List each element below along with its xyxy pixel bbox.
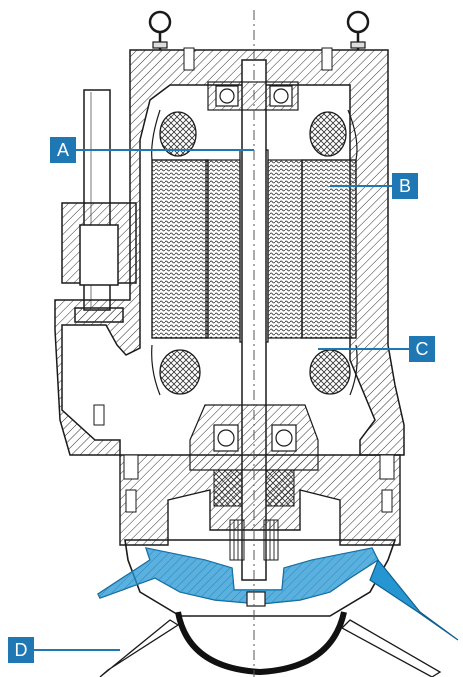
winding-head-top-left: [159, 111, 197, 157]
suction-cover: [175, 611, 347, 676]
impeller-nut: [246, 591, 266, 607]
callout-c: C: [409, 336, 435, 362]
callout-a: A: [50, 137, 76, 163]
motor-housing: [54, 49, 405, 456]
stator-right: [301, 159, 357, 339]
seal-housing: [119, 454, 401, 546]
lifting-eye-left: [148, 10, 172, 50]
stator-inner-right: [267, 159, 303, 339]
stator-left: [151, 159, 209, 339]
cutter-blade-left: [99, 619, 180, 677]
lifting-eye-right: [346, 10, 370, 50]
cutter-blade-right: [340, 619, 442, 677]
winding-head-bottom-left: [159, 349, 201, 395]
flange-bolts: [93, 47, 395, 513]
winding-head-bottom-right: [309, 349, 351, 395]
mechanical-seal-upper-right: [265, 469, 295, 507]
cable-inlet: [61, 89, 137, 323]
callout-b: B: [392, 173, 418, 199]
upper-bearing: [207, 81, 299, 111]
callout-d: D: [8, 637, 34, 663]
mechanical-seal-upper: [213, 469, 243, 507]
pump-casing: [124, 539, 397, 617]
winding-head-top-right: [309, 111, 347, 157]
stator-inner-left: [205, 159, 241, 339]
